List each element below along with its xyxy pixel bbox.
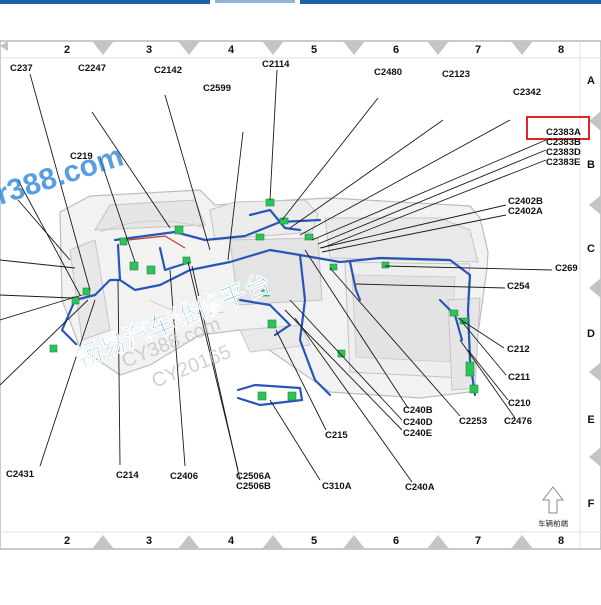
col-label: 3 bbox=[146, 44, 152, 56]
connector-label: C2342 bbox=[513, 87, 541, 98]
direction-label: 车辆前端 bbox=[538, 518, 568, 528]
instrument-panel bbox=[59, 189, 489, 399]
connector-label: C2480 bbox=[374, 67, 402, 78]
leader-lines bbox=[0, 69, 553, 483]
wiring-harness bbox=[60, 208, 477, 407]
connector-label: C2599 bbox=[203, 83, 231, 94]
col-label: 4 bbox=[228, 44, 235, 56]
front-direction-arrow: 车辆前端 bbox=[538, 486, 568, 528]
connector-label: C219 bbox=[70, 151, 93, 162]
connector-label: C2506A bbox=[236, 471, 271, 482]
top-bar bbox=[0, 0, 601, 4]
connector-label: C2123 bbox=[442, 69, 470, 80]
connector-label: C211 bbox=[508, 372, 531, 383]
connectors bbox=[49, 198, 479, 401]
col-label: 7 bbox=[475, 44, 481, 56]
connector-label: C2383E bbox=[546, 157, 580, 168]
row-label: D bbox=[587, 328, 595, 340]
connector-label: C215 bbox=[325, 430, 348, 441]
top-bar-mark bbox=[215, 0, 295, 3]
connector-label: C240B bbox=[403, 405, 433, 416]
wiring-harness-red bbox=[127, 235, 186, 249]
col-label: 5 bbox=[311, 535, 317, 547]
row-label: C bbox=[587, 243, 595, 255]
connector-label: C2142 bbox=[154, 65, 182, 76]
connector-label: C2383B bbox=[546, 137, 581, 148]
connector-label: C2383A bbox=[546, 127, 581, 138]
row-label: B bbox=[587, 159, 595, 171]
grid-columns-bottom: 2 3 4 5 6 7 8 bbox=[64, 535, 564, 547]
col-label: 3 bbox=[146, 535, 152, 547]
col-label: 2 bbox=[64, 535, 70, 547]
col-label: 8 bbox=[558, 44, 564, 56]
col-label: 8 bbox=[558, 535, 564, 547]
connector-label: C2402B bbox=[508, 196, 543, 207]
highlight-box bbox=[526, 116, 590, 140]
connector-labels: C237 C2247 C2142 C2599 C2114 C2480 C2123… bbox=[6, 59, 581, 493]
connector-label: C237 bbox=[10, 63, 33, 74]
connector-label: C269 bbox=[555, 263, 578, 274]
col-label: 6 bbox=[393, 44, 399, 56]
connector-label: C2402A bbox=[508, 206, 543, 217]
col-label: 4 bbox=[228, 535, 235, 547]
connector-label: C254 bbox=[507, 281, 530, 292]
connector-label: C240E bbox=[403, 428, 432, 439]
connector-label: C2383D bbox=[546, 147, 581, 158]
connector-label: C240A bbox=[405, 482, 435, 493]
col-label: 5 bbox=[311, 44, 317, 56]
connector-label: C2506B bbox=[236, 481, 271, 492]
grid-rows: A B C D E F bbox=[587, 75, 595, 510]
col-label: 6 bbox=[393, 535, 399, 547]
connector-label: C214 bbox=[116, 470, 139, 481]
connector-label: C210 bbox=[508, 398, 531, 409]
connector-label: C310A bbox=[322, 481, 352, 492]
connector-label: C2247 bbox=[78, 63, 106, 74]
frame-markers bbox=[0, 41, 601, 549]
connector-label: C240D bbox=[403, 417, 433, 428]
connector-label: C2114 bbox=[262, 59, 290, 70]
row-label: F bbox=[588, 498, 595, 510]
connector-label: C2476 bbox=[504, 416, 532, 427]
connector-label: C2253 bbox=[459, 416, 487, 427]
grid-columns-top: 2 3 4 5 6 7 8 bbox=[64, 44, 564, 56]
arrow-up-icon bbox=[541, 486, 565, 514]
connector-label: C212 bbox=[507, 344, 530, 355]
row-label: E bbox=[587, 414, 594, 426]
row-label: A bbox=[587, 75, 595, 87]
connector-label: C2431 bbox=[6, 469, 35, 480]
col-label: 7 bbox=[475, 535, 481, 547]
connector-label: C2406 bbox=[170, 471, 198, 482]
col-label: 2 bbox=[64, 44, 70, 56]
